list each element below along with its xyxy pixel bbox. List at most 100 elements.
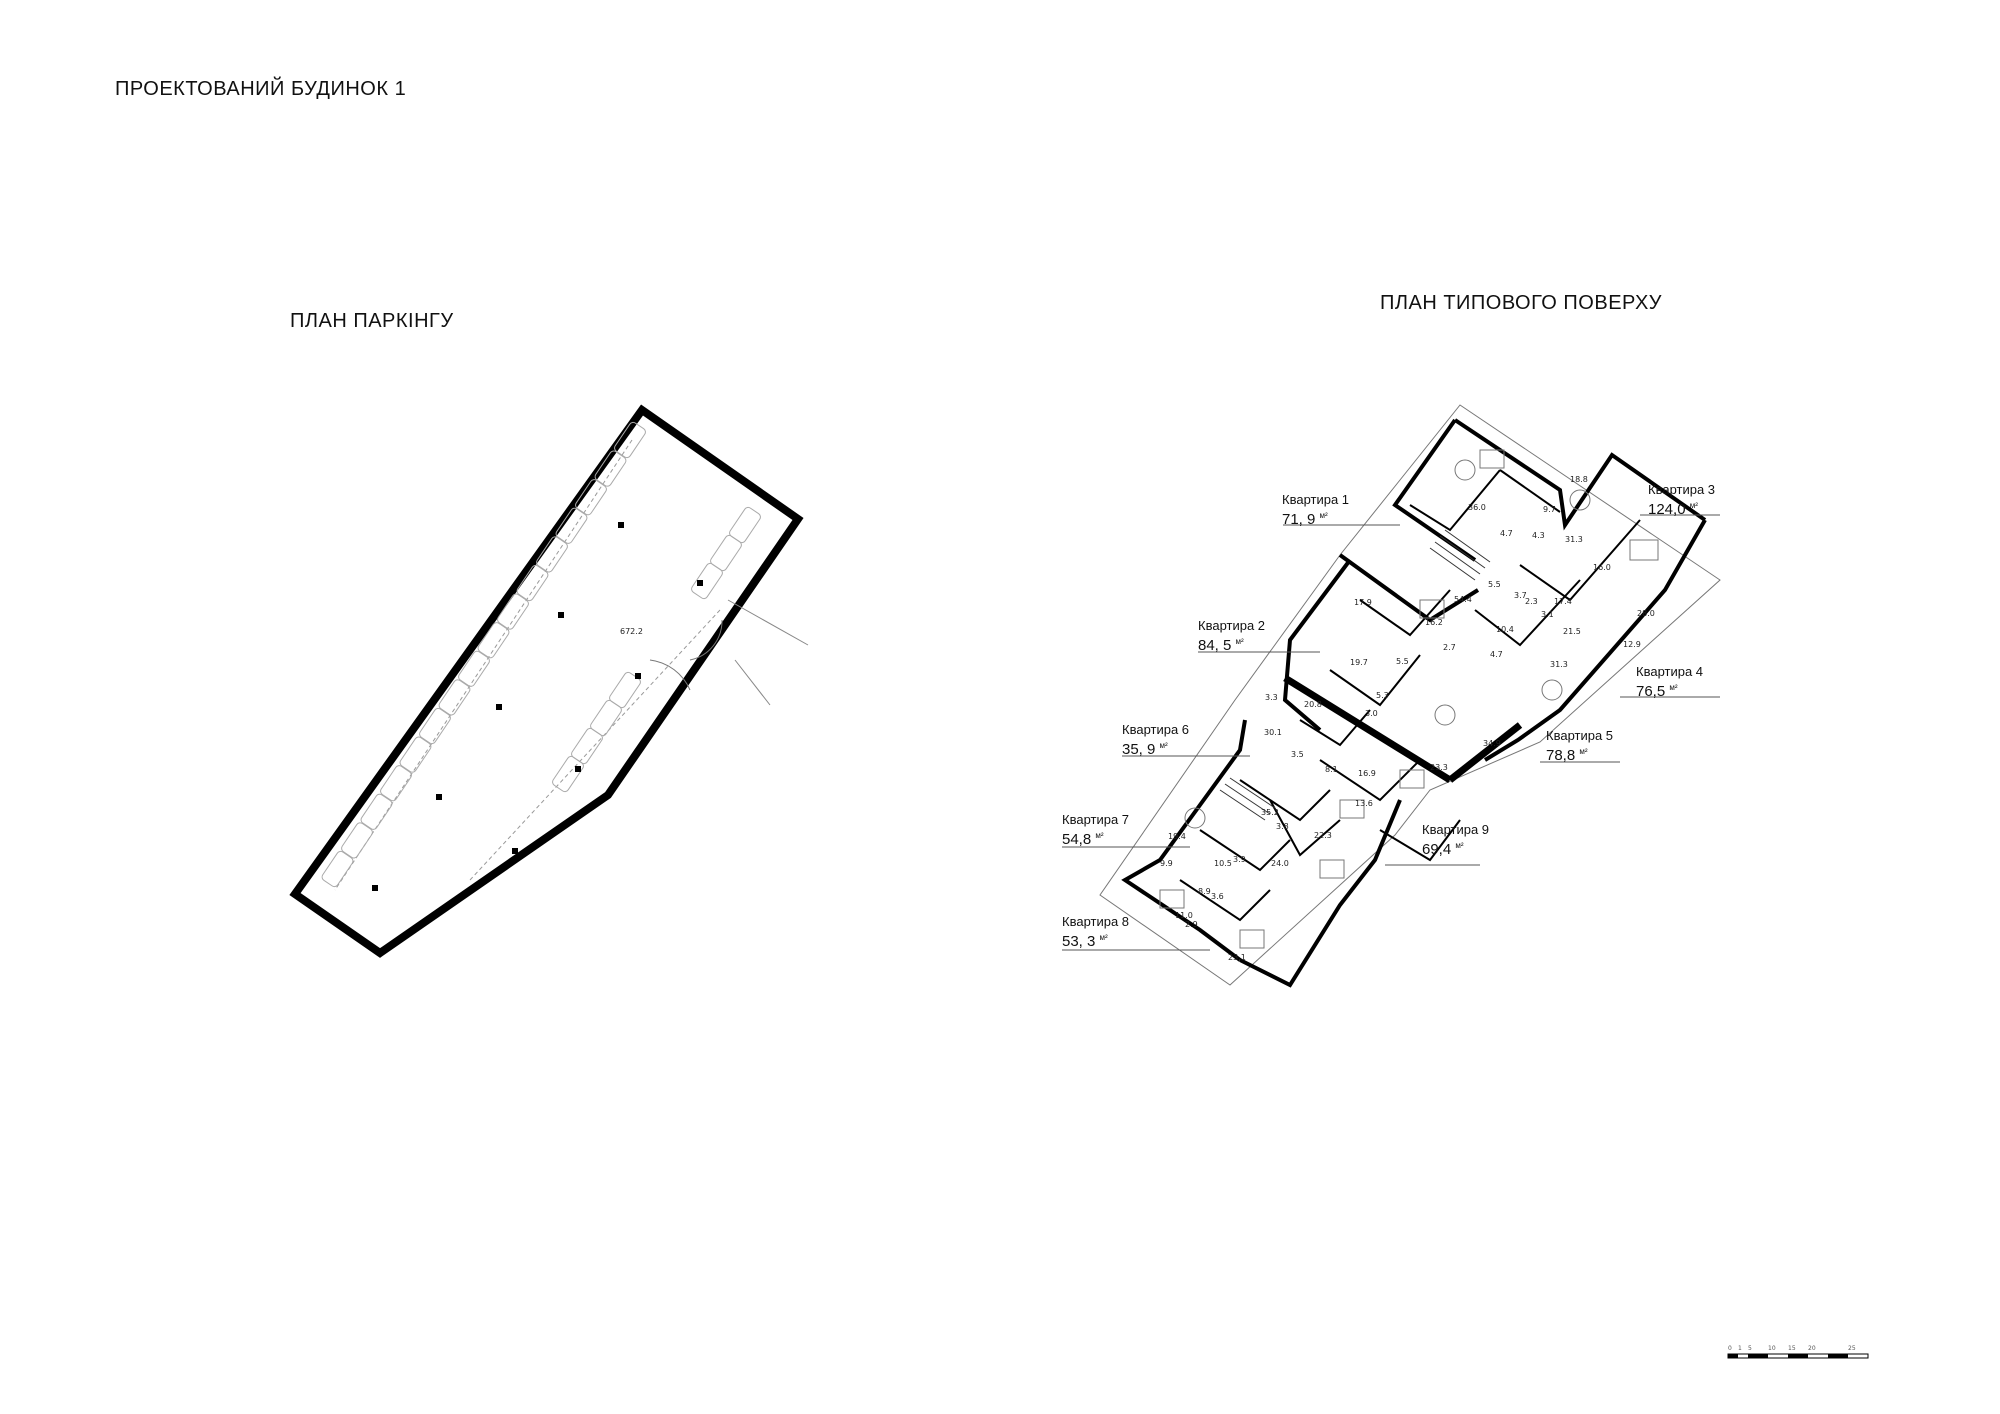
parking-stall (691, 562, 723, 600)
scale-bar-label: 5 (1748, 1345, 1752, 1352)
apartment-area: 84, 5 (1198, 637, 1232, 654)
apartment-7-label: Квартира 7 54,8 м² (1062, 812, 1130, 848)
room-area-label: 19.4 (1168, 832, 1186, 841)
partition (1179, 879, 1271, 922)
apartment-name: Квартира 9 (1422, 822, 1490, 837)
room-area-label: 16.0 (1593, 563, 1611, 572)
parking-stall (552, 755, 584, 793)
parking-stall (594, 450, 627, 487)
column (436, 794, 442, 800)
room-area-label: 21.5 (1563, 627, 1581, 636)
parking-stall (458, 650, 490, 687)
column (697, 580, 703, 586)
room-area-label: 31.3 (1565, 535, 1583, 544)
label-leaders (1062, 514, 1720, 951)
wall-north (1453, 418, 1707, 531)
site-boundary (1099, 404, 1721, 986)
apartment-5-label: Квартира 5 78,8 м² (1546, 728, 1614, 764)
stairs (1219, 529, 1491, 821)
scale-bar-label: 25 (1848, 1345, 1856, 1352)
partition (1409, 469, 1501, 532)
apartment-name: Квартира 4 (1636, 664, 1704, 679)
room-area-label: 23.3 (1430, 763, 1448, 772)
parking-stall (399, 736, 432, 773)
room-area-label: 3.0 (1365, 709, 1378, 718)
partition (1519, 519, 1641, 602)
parking-stall (590, 699, 622, 737)
dining-table (1541, 679, 1563, 701)
party-walls (1283, 675, 1523, 783)
parking-stall (321, 850, 354, 888)
parking-stall (419, 707, 451, 745)
parking-outer-wall (289, 404, 804, 958)
wall-west-upper (1282, 558, 1352, 732)
aisle-line-left (334, 439, 633, 891)
parking-stall (614, 421, 646, 459)
room-area-label: 18.8 (1570, 475, 1588, 484)
parking-plan-title: ПЛАН ПАРКІНГУ (290, 310, 454, 332)
bed (1419, 599, 1445, 619)
room-area-label: 4.3 (1532, 531, 1545, 540)
room-area-label: 17.9 (1354, 598, 1372, 607)
dining-table (1454, 459, 1476, 481)
aisle-line-right (469, 609, 721, 881)
room-area-label: 10.4 (1496, 625, 1514, 634)
column (558, 612, 564, 618)
scale-bar-label: 10 (1768, 1345, 1776, 1352)
scale-bar-label: 15 (1788, 1345, 1796, 1352)
scale-bar-label: 20 (1808, 1345, 1816, 1352)
parking-columns (372, 522, 703, 891)
room-area-label: 31.3 (1550, 660, 1568, 669)
parking-plan: 672.2 (289, 404, 809, 958)
wall-east (1483, 519, 1707, 762)
column (618, 522, 624, 528)
apartment-8-label: Квартира 8 53, 3 м² (1062, 914, 1130, 950)
parking-stalls-left (321, 421, 646, 888)
party-wall-2 (1447, 722, 1523, 783)
apartment-area: 54,8 (1062, 831, 1092, 848)
partition (1199, 829, 1291, 872)
partition (1474, 579, 1581, 647)
apartment-name: Квартира 7 (1062, 812, 1130, 827)
parking-stall (571, 727, 603, 765)
apartment-area: 53, 3 (1062, 933, 1096, 950)
room-area-label: 35.2 (1261, 808, 1279, 817)
column (372, 885, 378, 891)
partition (1299, 709, 1371, 747)
apartment-name: Квартира 6 (1122, 722, 1190, 737)
furniture (1159, 449, 1659, 949)
room-area-label: 30.1 (1264, 728, 1282, 737)
parking-stall (341, 822, 373, 859)
partition (1269, 799, 1341, 857)
room-area-label: 22.3 (1314, 831, 1332, 840)
apartment-area: 76,5 (1636, 683, 1666, 700)
room-area-label: 2.3 (1525, 597, 1538, 606)
room-area-label: 8.9 (1198, 887, 1211, 896)
room-area-label: 16.2 (1425, 618, 1443, 627)
parking-stall (438, 679, 471, 716)
parking-stalls-right (552, 506, 761, 793)
apartment-area: 124,0 (1648, 501, 1686, 518)
room-area-label: 28.0 (1637, 609, 1655, 618)
room-area-label: 5.5 (1488, 580, 1501, 589)
room-area-label: 8.1 (1325, 765, 1338, 774)
apartment-9-label: Квартира 9 69,4 м² (1422, 822, 1490, 858)
dining-table (1184, 807, 1206, 829)
interior-partitions (1179, 469, 1641, 922)
bed (1399, 769, 1425, 789)
entrance-door-arc (689, 619, 723, 661)
room-area-label: 2.7 (1443, 643, 1456, 652)
parking-stall (497, 593, 529, 630)
room-area-label: 3.8 (1276, 822, 1289, 831)
room-area-label: 3.3 (1265, 693, 1278, 702)
parking-stall (555, 507, 588, 544)
room-area-label: 10.5 (1214, 859, 1232, 868)
bed (1479, 449, 1505, 469)
room-area-label: 11.0 (1175, 911, 1193, 920)
parking-stall (477, 622, 510, 659)
partition (1499, 469, 1561, 513)
scale-bar-label: 1 (1738, 1345, 1742, 1352)
